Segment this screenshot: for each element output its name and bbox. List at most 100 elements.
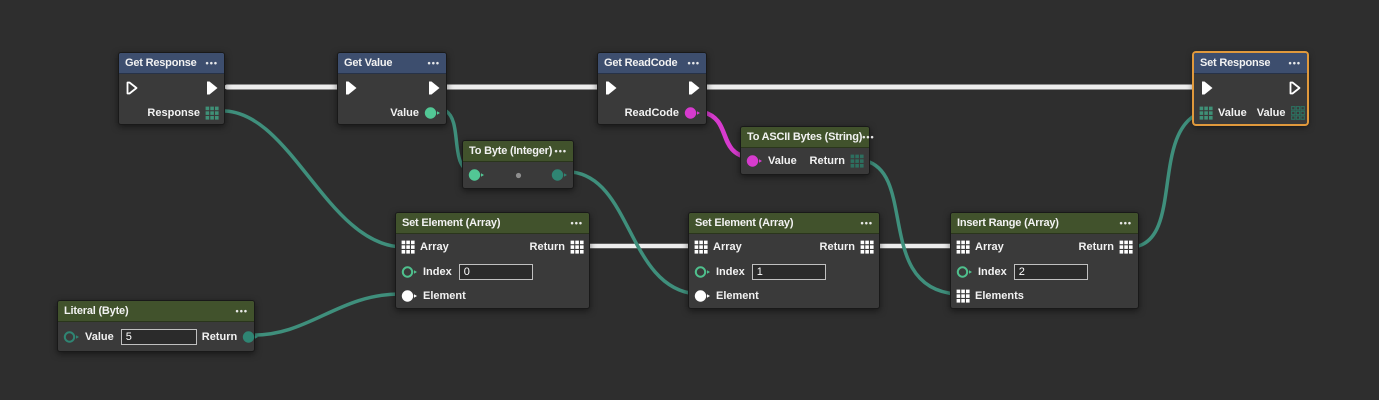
pin-label: Value	[768, 155, 797, 167]
index-in-pin[interactable]	[694, 265, 711, 279]
value-input[interactable]	[1013, 264, 1088, 280]
node-menu-button[interactable]: •••	[570, 218, 583, 228]
value-in-pin[interactable]	[746, 154, 763, 168]
node-get-response[interactable]: Get Response••• Response	[118, 52, 225, 125]
response-out-pin[interactable]	[205, 106, 219, 120]
exec-out-pin[interactable]	[686, 80, 701, 96]
node-row: ReadCode	[598, 101, 706, 124]
node-set-element-1[interactable]: Set Element (Array) ••• ArrayReturnIndexEl…	[395, 212, 590, 309]
pin-label: Array	[713, 241, 742, 253]
pin-label: Value	[390, 106, 419, 119]
exec-in-pin[interactable]	[1199, 80, 1214, 96]
value-input[interactable]	[120, 328, 197, 345]
pin-label: Response	[147, 106, 200, 119]
pin-label: Return	[201, 330, 238, 343]
node-menu-button[interactable]: •••	[427, 58, 440, 68]
node-menu-button[interactable]: •••	[1119, 218, 1132, 228]
node-title: To ASCII Bytes (String)	[747, 131, 863, 143]
node-title: Insert Range (Array)	[957, 217, 1059, 229]
node-header[interactable]: Set Element (Array) •••	[396, 213, 589, 234]
pin-label: Value	[1256, 106, 1286, 119]
readcode-out-pin[interactable]	[684, 106, 701, 120]
node-header[interactable]: Get Value•••	[338, 53, 446, 74]
node-get-value[interactable]: Get Value••• Value	[337, 52, 447, 125]
node-menu-button[interactable]: •••	[235, 306, 248, 316]
wire-to-ascii-bytes.return-out-to-insert-range.elements-in[interactable]	[864, 159, 958, 296]
node-header[interactable]: Insert Range (Array) •••	[951, 213, 1138, 234]
exec-out-pin[interactable]	[204, 80, 219, 96]
node-row: Element	[689, 284, 879, 308]
node-header[interactable]: Set Response•••	[1194, 53, 1307, 74]
node-title: Literal (Byte)	[64, 305, 129, 317]
return-out-pin[interactable]	[860, 240, 874, 254]
node-header[interactable]: Get ReadCode•••	[598, 53, 706, 74]
return-out-pin[interactable]	[551, 168, 568, 182]
exec-in-pin[interactable]	[343, 80, 358, 96]
node-menu-button[interactable]: •••	[1288, 58, 1301, 68]
node-header[interactable]: To Byte (Integer)•••	[463, 141, 573, 162]
node-menu-button[interactable]: •••	[554, 146, 567, 156]
element-in-pin[interactable]	[401, 289, 418, 303]
value-out-pin[interactable]	[1290, 105, 1305, 120]
node-menu-button[interactable]: •••	[687, 58, 700, 68]
return-out-pin[interactable]	[1119, 240, 1133, 254]
node-set-element-2[interactable]: Set Element (Array)•••ArrayReturnIndexEl…	[688, 212, 880, 309]
pin-label: Return	[819, 241, 855, 253]
node-row: Element	[396, 284, 589, 308]
elements-in-pin[interactable]	[956, 289, 970, 303]
node-row: Elements	[951, 284, 1138, 308]
node-header[interactable]: Set Element (Array)•••	[689, 213, 879, 234]
value-input[interactable]	[458, 264, 533, 280]
wire-literal-byte.return-out-to-set-element-1.element-in[interactable]	[248, 292, 402, 337]
value-in-pin[interactable]	[1199, 106, 1213, 120]
array-in-pin[interactable]	[956, 240, 970, 254]
wire-insert-range.return-out-to-set-response.value-in[interactable]	[1132, 110, 1204, 249]
exec-out-pin[interactable]	[426, 80, 441, 96]
pin-label: Array	[420, 241, 449, 253]
node-header[interactable]: To ASCII Bytes (String)•••	[741, 127, 874, 148]
node-menu-button[interactable]: •••	[860, 218, 873, 228]
value-out-pin[interactable]	[424, 106, 441, 120]
node-row	[338, 74, 446, 101]
pin-label: Element	[716, 290, 759, 302]
value-input[interactable]	[751, 264, 826, 280]
wire-to-byte.return-out-to-set-element-2.element-in[interactable]	[570, 170, 698, 296]
pin-label: Element	[423, 290, 466, 302]
node-header[interactable]: Literal (Byte) •••	[58, 301, 254, 322]
pin-label: Index	[423, 266, 452, 278]
node-insert-range[interactable]: Insert Range (Array)•••ArrayReturnIndexE…	[950, 212, 1139, 309]
pin-label: Return	[1078, 241, 1114, 253]
exec-in-pin[interactable]	[124, 80, 139, 96]
node-header[interactable]: Get Response•••	[119, 53, 224, 74]
element-in-pin[interactable]	[694, 289, 711, 303]
exec-out-pin[interactable]	[1287, 80, 1302, 96]
exec-in-pin[interactable]	[603, 80, 618, 96]
index-in-pin[interactable]	[401, 265, 418, 279]
index-in-pin[interactable]	[956, 265, 973, 279]
pin-label: Index	[978, 266, 1007, 278]
return-out-pin[interactable]	[570, 240, 584, 254]
value-in-pin[interactable]	[63, 330, 80, 344]
node-get-readcode[interactable]: Get ReadCode••• ReadCode	[597, 52, 707, 125]
pin-label: Return	[809, 155, 845, 167]
array-in-pin[interactable]	[694, 240, 708, 254]
array-in-pin[interactable]	[401, 240, 415, 254]
pin-label: Elements	[975, 290, 1024, 302]
node-menu-button[interactable]: •••	[862, 132, 875, 142]
node-title: Set Element (Array)	[402, 217, 501, 229]
node-menu-button[interactable]: •••	[205, 58, 218, 68]
node-to-byte[interactable]: To Byte (Integer)•••	[462, 140, 574, 189]
return-out-pin[interactable]	[850, 154, 864, 168]
return-out-pin[interactable]	[242, 330, 259, 344]
node-to-ascii-bytes[interactable]: To ASCII Bytes (String)••• Value Return	[740, 126, 874, 175]
value-in-pin[interactable]	[468, 168, 485, 182]
wire-get-response.response-out-to-set-element-1.array-in[interactable]	[223, 109, 404, 249]
node-row	[463, 162, 573, 188]
node-row	[598, 74, 706, 101]
